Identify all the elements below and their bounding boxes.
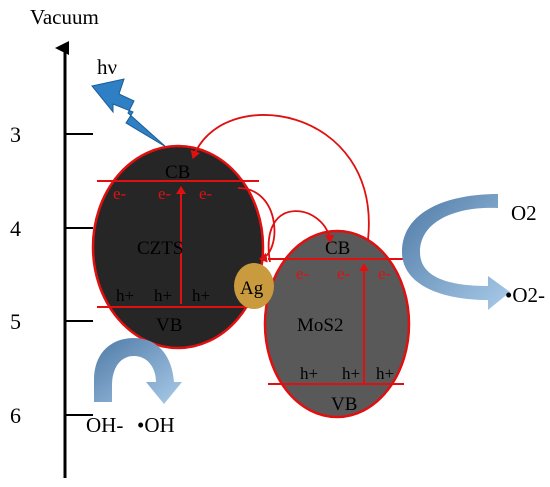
axis-tick-label-4: 4	[10, 216, 21, 241]
mos2-hole-3: h+	[376, 364, 394, 383]
superoxide-product: •O2-	[505, 283, 545, 307]
czts-hole-2: h+	[154, 286, 172, 305]
mos2-electron-3: e-	[378, 264, 392, 283]
axis-tick-label-5: 5	[10, 309, 21, 334]
transfer-arrow-mos2-to-czts	[190, 114, 370, 241]
mos2-name: MoS2	[297, 315, 343, 336]
transfer-arrow-ag-to-mos2	[267, 210, 335, 263]
axis-title: Vacuum	[30, 5, 99, 29]
czts-hole-1: h+	[116, 286, 134, 305]
mos2-electron-1: e-	[296, 264, 310, 283]
mos2-cb-label: CB	[325, 238, 350, 259]
czts-electron-1: e-	[113, 184, 127, 203]
light-label: hν	[97, 55, 117, 79]
czts-cb-label: CB	[165, 162, 190, 183]
lightning-bolt-icon	[91, 78, 167, 148]
czts-name: CZTS	[137, 238, 183, 259]
o2-reactant: O2	[511, 201, 537, 225]
hydroxide-reactant: OH-	[86, 413, 123, 437]
axis-tick-label-3: 3	[10, 122, 21, 147]
axis-tick-label-6: 6	[10, 403, 21, 428]
ag-label: Ag	[240, 278, 264, 299]
ag-nanoparticle	[234, 263, 274, 309]
mos2-electron-2: e-	[337, 264, 351, 283]
hydroxyl-radical-product: •OH	[137, 413, 175, 437]
oxygen-reduction-arrow	[402, 194, 510, 310]
hydroxyl-oxidation-arrow	[94, 338, 182, 404]
czts-hole-3: h+	[192, 286, 210, 305]
mos2-hole-2: h+	[342, 364, 360, 383]
mos2-particle	[263, 229, 411, 419]
transfer-arrow-czts-to-ag	[237, 187, 276, 263]
czts-vb-label: VB	[156, 315, 182, 336]
mos2-hole-1: h+	[300, 364, 318, 383]
czts-particle	[91, 144, 265, 350]
czts-electron-3: e-	[199, 184, 213, 203]
czts-electron-2: e-	[158, 184, 172, 203]
mos2-vb-label: VB	[331, 394, 357, 415]
